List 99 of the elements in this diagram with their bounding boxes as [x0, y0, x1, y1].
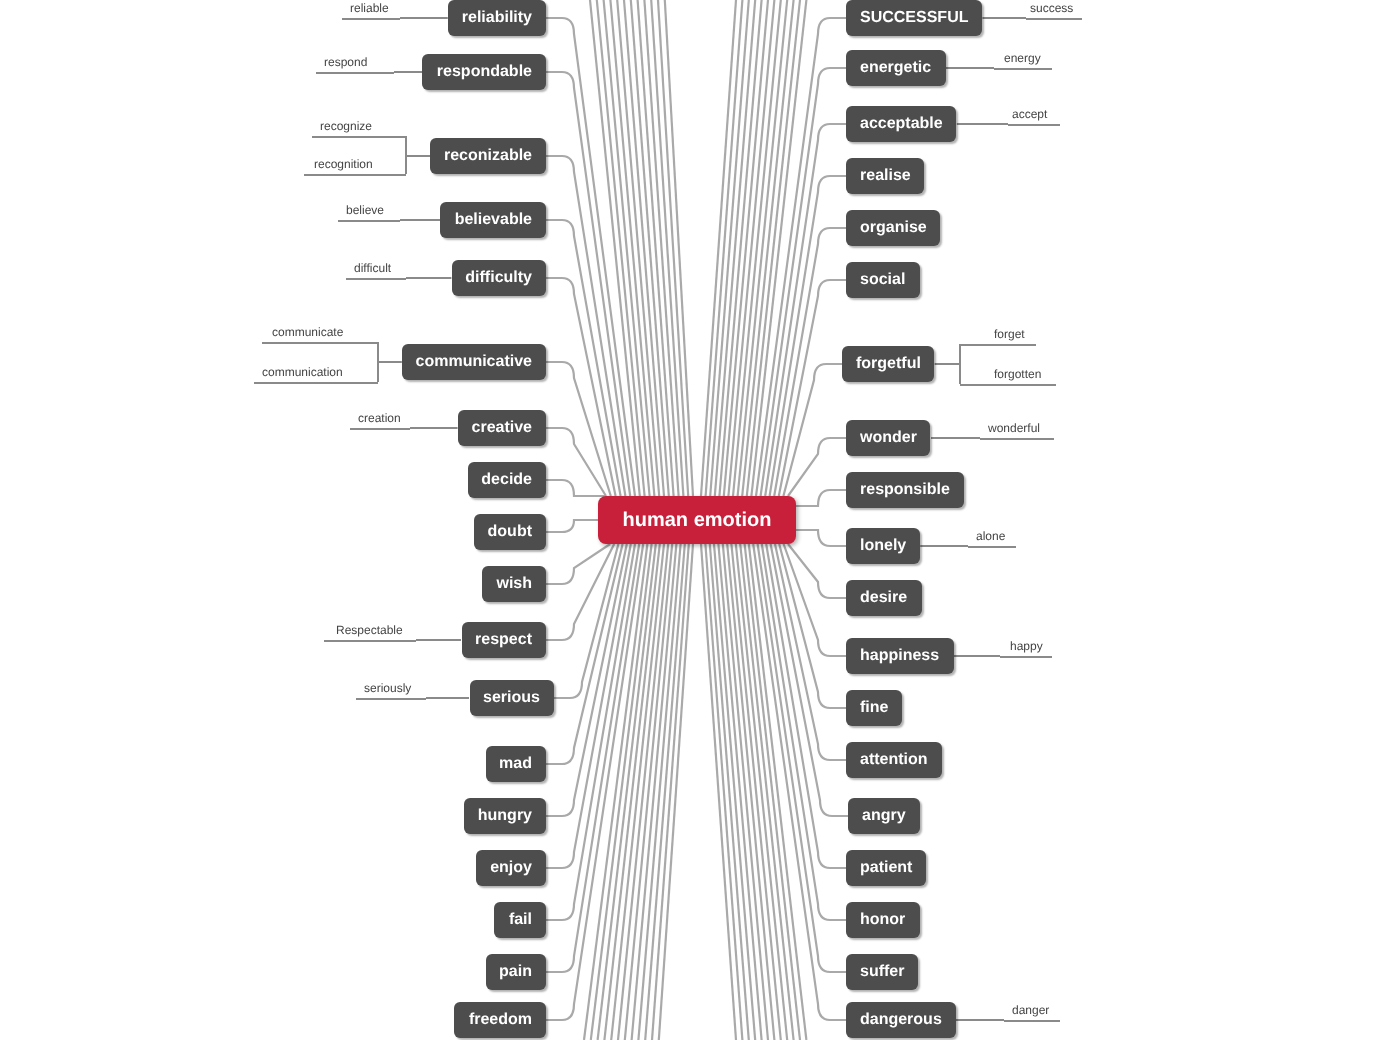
connector-line	[546, 16, 637, 497]
connector-line	[954, 1019, 1005, 1021]
connector-line	[773, 543, 846, 762]
connector-line	[546, 518, 598, 534]
connector-line	[952, 655, 1001, 657]
topic-node: wish	[482, 566, 546, 602]
connector-line	[636, 0, 675, 497]
topic-node: happiness	[846, 638, 954, 674]
topic-node: enjoy	[476, 850, 546, 886]
connector-line	[546, 543, 624, 766]
connector-line	[796, 488, 846, 508]
topic-node: wonder	[846, 420, 931, 456]
connector-line	[554, 543, 620, 700]
topic-node: communicative	[401, 344, 546, 380]
topic-node: doubt	[473, 514, 546, 550]
topic-node: freedom	[454, 1002, 546, 1038]
topic-node: responsible	[846, 472, 964, 508]
connector-line	[764, 122, 846, 497]
topic-node: social	[846, 262, 920, 298]
connector-line	[643, 0, 680, 497]
topic-node: decide	[467, 462, 546, 498]
connector-line	[787, 436, 846, 497]
topic-node: SUCCESSFUL	[846, 0, 983, 36]
connector-line	[778, 543, 846, 710]
connector-line	[399, 17, 449, 19]
connector-line	[777, 278, 846, 497]
connector-line	[981, 17, 1027, 19]
connector-line	[405, 277, 453, 279]
topic-node: respondable	[422, 54, 546, 90]
connector-line	[760, 543, 846, 922]
connector-line	[637, 543, 682, 1040]
topic-node: creative	[457, 410, 546, 446]
connector-line	[657, 543, 695, 1040]
connector-line	[919, 545, 969, 547]
connector-line	[546, 543, 632, 870]
connector-line	[944, 67, 995, 69]
topic-node: believable	[440, 202, 546, 238]
connector-line	[546, 154, 627, 497]
connector-line	[629, 0, 670, 497]
connector-line	[699, 543, 738, 1040]
topic-node: reliability	[447, 0, 546, 36]
connector-line	[546, 426, 607, 497]
topic-node: organise	[846, 210, 941, 246]
topic-node: mad	[485, 746, 546, 782]
connector-line	[546, 478, 606, 498]
connector-line	[663, 0, 695, 497]
topic-node: realise	[846, 158, 925, 194]
connector-line	[769, 543, 848, 818]
topic-node: energetic	[846, 50, 946, 86]
topic-node: suffer	[846, 954, 919, 990]
connector-line	[546, 218, 622, 497]
connector-line	[546, 276, 617, 497]
connector-line	[787, 543, 846, 600]
connector-line	[409, 427, 459, 429]
topic-node: fine	[846, 690, 903, 726]
topic-node: honor	[846, 902, 920, 938]
connector-line	[425, 697, 470, 699]
connector-line	[393, 71, 424, 73]
topic-node: fail	[494, 902, 546, 938]
connector-line	[930, 437, 981, 439]
connector-line	[656, 0, 690, 497]
central-topic-node: human emotion	[598, 496, 796, 544]
topic-node: pain	[485, 954, 546, 990]
connector-line	[546, 360, 612, 497]
topic-node: acceptable	[846, 106, 957, 142]
connector-line	[754, 16, 846, 497]
connector-line	[377, 361, 403, 383]
connector-line	[782, 362, 842, 497]
connector-line	[699, 0, 738, 497]
connector-line	[546, 543, 628, 818]
topic-node: difficulty	[451, 260, 546, 296]
connector-line	[796, 528, 846, 548]
topic-node: desire	[846, 580, 922, 616]
connector-line	[415, 639, 462, 641]
topic-node: respect	[461, 622, 546, 658]
connector-line	[782, 543, 846, 658]
topic-node: angry	[848, 798, 920, 834]
topic-node: lonely	[846, 528, 921, 564]
connector-line	[546, 70, 632, 497]
topic-node: hungry	[463, 798, 546, 834]
connector-line	[546, 543, 616, 642]
connector-line	[768, 174, 846, 497]
connector-line	[546, 543, 611, 586]
connector-line	[773, 226, 846, 497]
connector-line	[759, 66, 846, 497]
topic-node: patient	[846, 850, 927, 886]
connector-line	[650, 0, 685, 497]
topic-node: attention	[846, 742, 942, 778]
connector-line	[955, 123, 1009, 125]
topic-node: forgetful	[842, 346, 935, 382]
topic-node: dangerous	[846, 1002, 956, 1038]
connector-line	[405, 155, 431, 175]
connector-line	[765, 543, 846, 870]
connector-line	[933, 363, 961, 385]
connector-line	[546, 543, 637, 922]
topic-node: serious	[469, 680, 554, 716]
topic-node: reconizable	[429, 138, 546, 174]
connector-line	[609, 0, 656, 497]
connector-line	[399, 219, 442, 221]
